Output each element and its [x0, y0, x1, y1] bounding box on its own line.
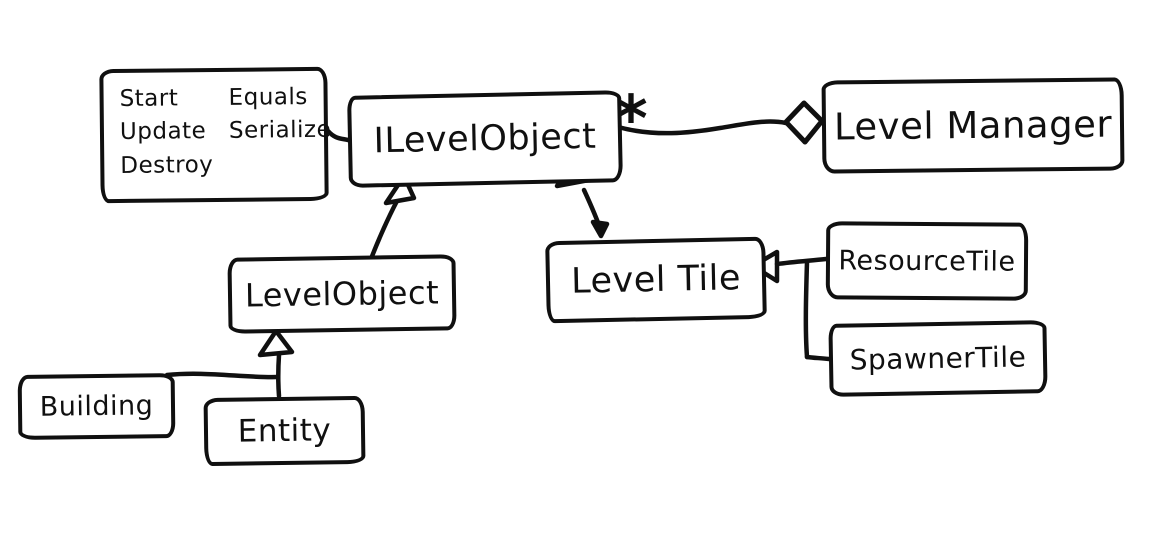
class-box-spawnertile: SpawnerTile: [828, 320, 1048, 397]
tile-branch-vertical: [803, 259, 810, 360]
aggregation-line: [615, 119, 789, 136]
method-name: Start: [119, 85, 179, 112]
method-name: Equals: [228, 84, 308, 111]
class-label: LevelObject: [244, 273, 440, 315]
tile-branch-to-spawner: [804, 354, 832, 362]
class-box-resourcetile: ResourceTile: [825, 221, 1029, 301]
class-label: SpawnerTile: [849, 340, 1027, 377]
class-label: ResourceTile: [838, 244, 1016, 278]
tile-branch-horizontal: [774, 256, 829, 267]
class-box-levelmanager: Level Manager: [821, 77, 1125, 174]
class-label: Building: [39, 390, 154, 423]
class-label: ILevelObject: [373, 116, 597, 162]
class-label: Entity: [237, 412, 332, 450]
method-name: Serialize: [228, 117, 332, 145]
class-box-levelobject: LevelObject: [227, 254, 457, 334]
class-label: Level Tile: [570, 258, 742, 302]
inheritance-line-levelobject: [368, 198, 400, 262]
class-box-leveltile: Level Tile: [545, 236, 767, 324]
note-box-methods: Start Update Destroy Equals Serialize: [99, 66, 331, 204]
inheritance-arrowhead-icon: [257, 328, 295, 358]
class-box-ilevelobject: ILevelObject: [347, 90, 623, 188]
small-arrowhead-icon: [590, 219, 610, 239]
aggregation-diamond-icon: [783, 100, 825, 145]
method-name: Destroy: [120, 151, 214, 179]
methods-list: Start Update Destroy Equals Serialize: [119, 81, 331, 183]
class-box-building: Building: [17, 373, 176, 440]
class-label: Level Manager: [833, 102, 1113, 149]
class-box-entity: Entity: [203, 395, 366, 467]
building-branch-horizontal: [164, 371, 280, 380]
method-name: Update: [119, 118, 207, 146]
